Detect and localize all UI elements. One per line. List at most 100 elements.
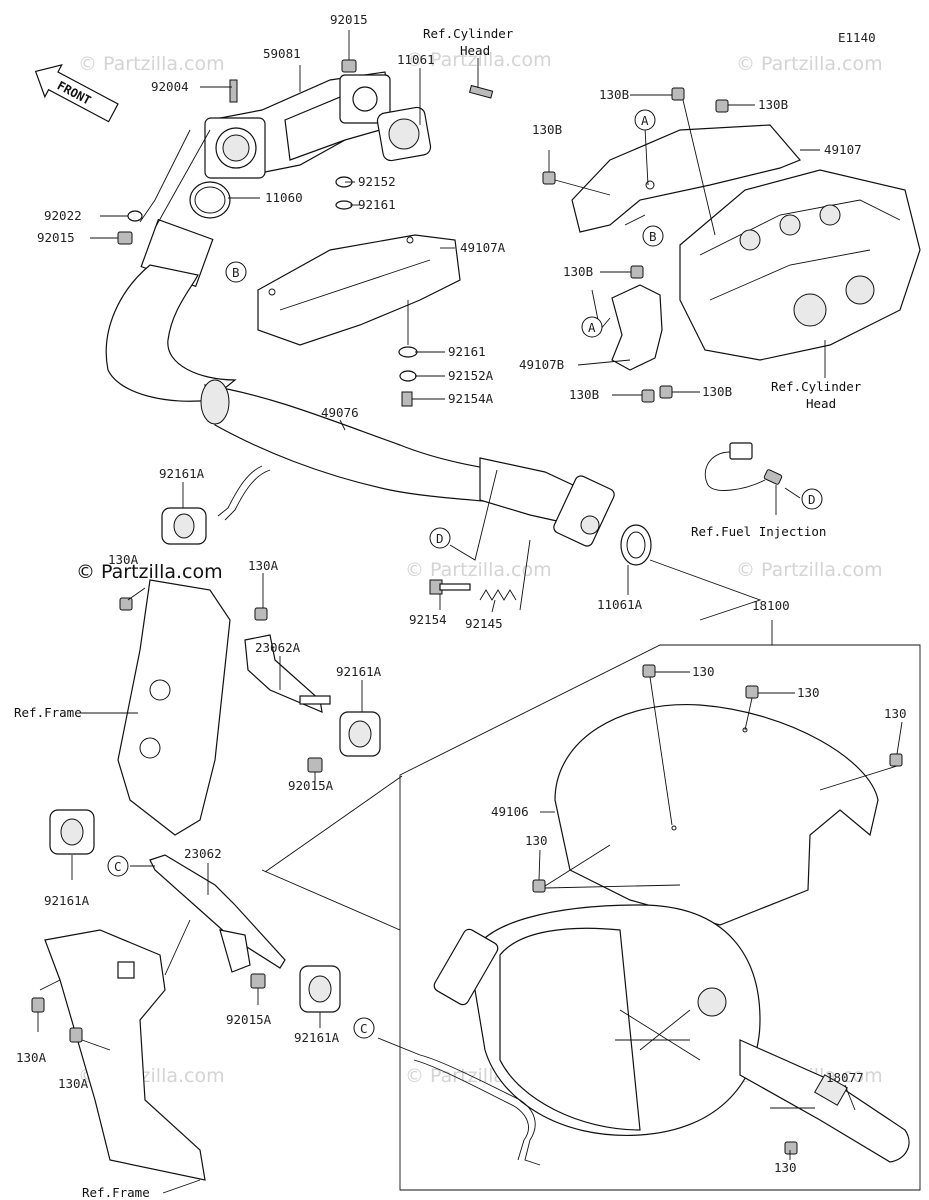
label-92161-b: 92161 — [448, 344, 486, 359]
label-ref-cylinder-head-top-2: Head — [460, 43, 490, 58]
callout-a-lower: A — [581, 316, 603, 338]
watermark: © Partzilla.com — [405, 559, 552, 581]
label-49106: 49106 — [491, 804, 529, 819]
svg-text:C: C — [360, 1021, 368, 1036]
label-ref-fuel-injection: Ref.Fuel Injection — [691, 524, 826, 539]
watermark-dark: © Partzilla.com — [76, 561, 223, 583]
spring-92145 — [479, 589, 517, 601]
label-130B-5: 130B — [569, 387, 599, 402]
bolt-130A-1 — [119, 597, 133, 611]
svg-text:C: C — [114, 859, 122, 874]
label-130A-4: 130A — [58, 1076, 89, 1091]
washer-92022 — [127, 210, 143, 222]
pipe-c — [413, 1054, 541, 1166]
bolt-130A-3 — [31, 997, 45, 1013]
rubber-mount-92161A-mid — [339, 711, 381, 757]
label-130B-2: 130B — [758, 97, 788, 112]
tail-pipe-18077 — [739, 1039, 910, 1163]
label-ref-frame-bot: Ref.Frame — [82, 1185, 150, 1200]
stud-cylinder-head-top — [468, 84, 494, 99]
label-92015A-top: 92015A — [288, 778, 334, 793]
label-ref-cylinder-head-right-2: Head — [806, 396, 836, 411]
callout-c-left: C — [107, 855, 129, 877]
label-49107: 49107 — [824, 142, 862, 157]
nut-92015-left — [117, 231, 133, 245]
gasket-11060 — [189, 181, 231, 219]
heat-shield-49107 — [571, 124, 802, 233]
watermark: © Partzilla.com — [78, 53, 225, 75]
washer-92161-top — [335, 200, 353, 210]
callout-d-right: D — [801, 488, 823, 510]
exhaust-manifold-59081 — [204, 71, 391, 179]
bolt-130A-4 — [69, 1027, 83, 1043]
front-arrow-icon: FRONT — [34, 64, 119, 123]
callout-a-upper: A — [634, 109, 656, 131]
rubber-mount-92161A-top — [161, 507, 207, 545]
muffler-18100 — [433, 904, 761, 1137]
label-92015-top: 92015 — [330, 12, 368, 27]
label-130B-4: 130B — [563, 264, 593, 279]
frame-upper — [117, 579, 231, 836]
label-92161A-mid: 92161A — [336, 664, 382, 679]
bracket-23062 — [149, 854, 286, 973]
label-11061A: 11061A — [597, 597, 643, 612]
label-130-5: 130 — [774, 1160, 797, 1175]
label-130B-6: 130B — [702, 384, 732, 399]
heat-shield-49107A — [257, 234, 461, 346]
diagram-code: E1140 — [838, 30, 876, 45]
label-130B-3: 130B — [532, 122, 562, 137]
label-49107B: 49107B — [519, 357, 564, 372]
label-92154: 92154 — [409, 612, 447, 627]
label-92015-left: 92015 — [37, 230, 75, 245]
bolt-130B-set — [542, 87, 729, 403]
part-labels: 92015 59081 92004 11061 Ref.Cylinder Hea… — [14, 12, 907, 1200]
label-92161A-top: 92161A — [159, 466, 205, 481]
watermark: © Partzilla.com — [736, 559, 883, 581]
label-ref-cylinder-head-right: Ref.Cylinder — [771, 379, 862, 394]
label-ref-frame-top: Ref.Frame — [14, 705, 82, 720]
label-130-4: 130 — [525, 833, 548, 848]
label-92022: 92022 — [44, 208, 82, 223]
exhaust-pipe-49076 — [105, 218, 615, 547]
bracket-23062A — [244, 634, 331, 713]
label-92161-a: 92161 — [358, 197, 396, 212]
label-92161A-low: 92161A — [44, 893, 90, 908]
nut-92015-top — [341, 59, 357, 73]
washer-92152A — [399, 370, 417, 382]
nut-92015A-top — [307, 757, 323, 773]
label-130-3: 130 — [884, 706, 907, 721]
leader-lines — [37, 30, 903, 1194]
label-23062A: 23062A — [255, 640, 301, 655]
label-49107A: 49107A — [460, 240, 506, 255]
label-130-1: 130 — [692, 664, 715, 679]
label-11060: 11060 — [265, 190, 303, 205]
washer-92161-b — [398, 346, 418, 358]
heat-shield-49107B — [611, 284, 663, 371]
muffler-assembly-box — [261, 644, 921, 1191]
frame-lower — [44, 929, 206, 1181]
label-130-2: 130 — [797, 685, 820, 700]
label-130B-1: 130B — [599, 87, 629, 102]
label-92161A-bot: 92161A — [294, 1030, 340, 1045]
callout-b-upper: B — [642, 225, 664, 247]
label-49076: 49076 — [321, 405, 359, 420]
label-130A-2: 130A — [248, 558, 279, 573]
label-59081: 59081 — [263, 46, 301, 61]
label-92152: 92152 — [358, 174, 396, 189]
cylinder-head — [679, 169, 921, 361]
label-130A-3: 130A — [16, 1050, 47, 1065]
watermark: © Partzilla.com — [736, 53, 883, 75]
callout-markers: A B B A D D C C — [107, 109, 823, 1039]
gasket-11061A — [620, 524, 652, 566]
svg-text:B: B — [649, 229, 657, 244]
label-23062: 23062 — [184, 846, 222, 861]
label-ref-cylinder-head-top: Ref.Cylinder — [423, 26, 514, 41]
svg-text:D: D — [808, 492, 816, 507]
callout-c-right: C — [353, 1017, 375, 1039]
bolt-92154 — [429, 579, 471, 595]
label-18100: 18100 — [752, 598, 790, 613]
label-130A-1: 130A — [108, 552, 139, 567]
label-92015A-low: 92015A — [226, 1012, 272, 1027]
svg-text:A: A — [588, 320, 596, 335]
